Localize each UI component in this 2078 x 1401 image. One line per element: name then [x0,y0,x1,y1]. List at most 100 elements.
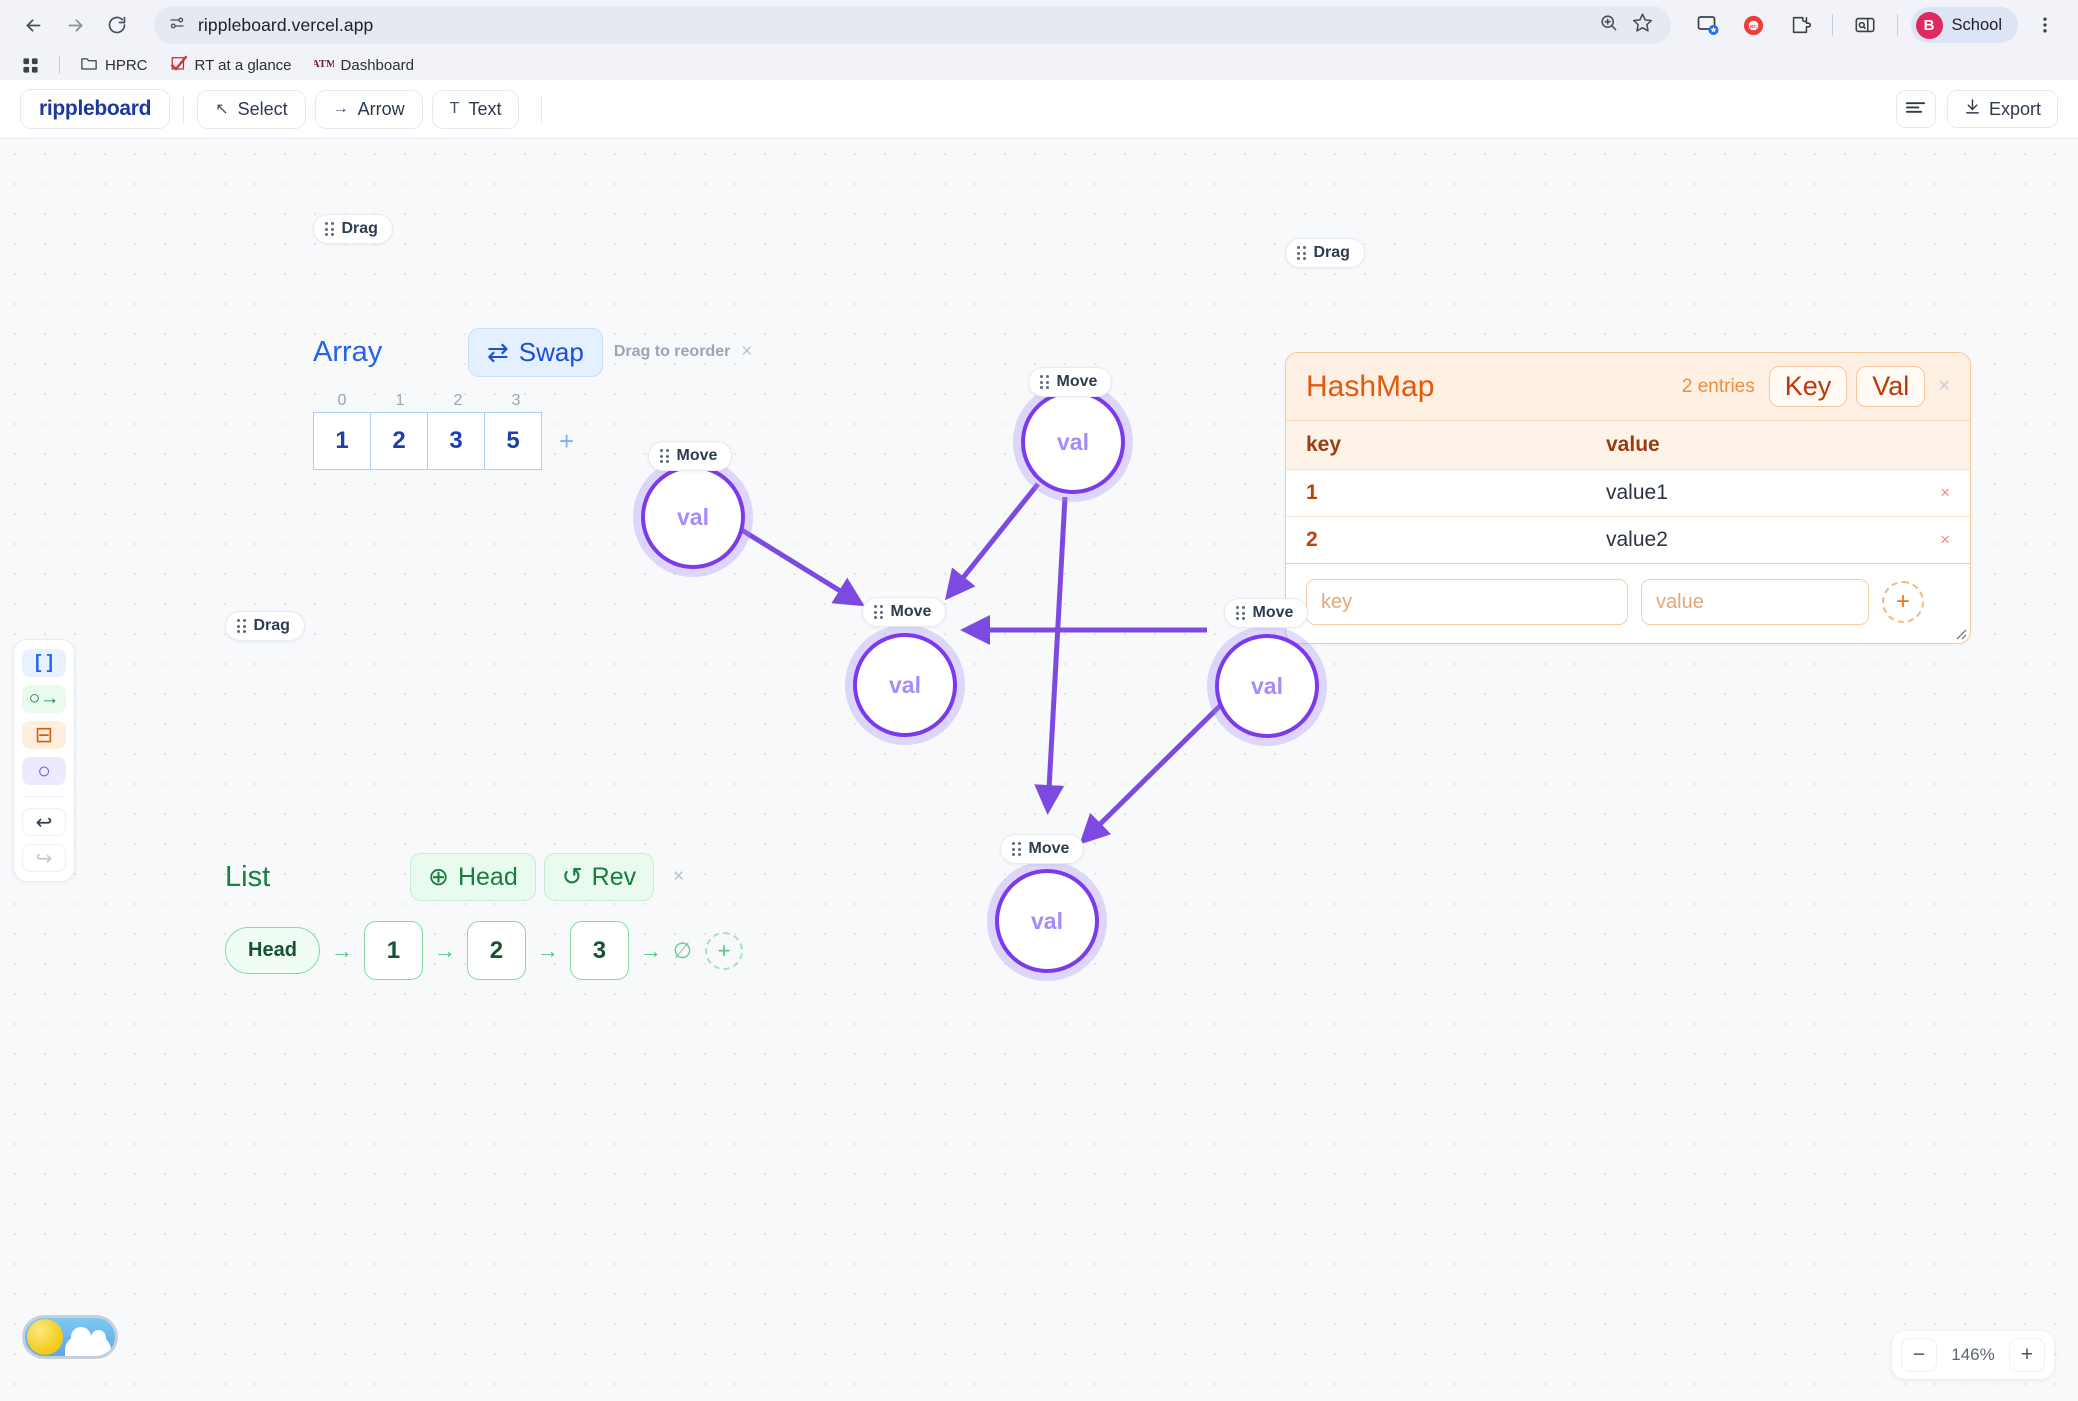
array-cell[interactable]: 3 [427,412,485,470]
export-button[interactable]: Export [1946,90,2058,128]
apps-grid-icon[interactable] [14,54,47,77]
node-move-handle[interactable]: Move [1224,598,1309,628]
table-icon: ⊟ [34,722,54,747]
array-cells: 1 2 3 5 + [313,412,752,470]
array-cell[interactable]: 1 [313,412,371,470]
back-arrow-icon[interactable] [14,6,52,44]
array-cell[interactable]: 2 [370,412,428,470]
zoom-level-label: 146% [1951,1345,1995,1364]
array-cell[interactable]: 5 [484,412,542,470]
hashmap-key-input[interactable] [1306,579,1628,625]
list-node[interactable]: 2 [466,921,526,980]
list-widget: List ⊕ Head ↺ Rev × Head → 1 → 2 → 3 → ∅… [225,849,744,980]
hashmap-entry-count: 2 entries [1681,375,1755,397]
resize-handle-icon[interactable] [1953,626,1967,640]
array-tool-button[interactable]: [ ] [22,649,66,677]
bookmark-hprc[interactable]: HPRC [72,51,156,79]
reload-icon[interactable] [98,6,136,44]
list-drag-handle[interactable]: Drag [225,611,305,641]
list-head-button[interactable]: ⊕ Head [410,853,536,901]
site-settings-icon[interactable] [168,14,186,37]
hashmap-val-button[interactable]: Val [1856,366,1926,407]
divider [59,56,60,74]
chrome-action-icons: BC B School [1689,6,2064,44]
address-bar[interactable]: rippleboard.vercel.app [154,6,1671,44]
bookmark-rt-at-a-glance[interactable]: RT at a glance [162,51,300,79]
grip-icon [1236,606,1245,620]
save-to-drive-icon[interactable] [1689,6,1727,44]
tool-select-button[interactable]: ↖ Select [197,89,306,129]
zoom-out-button[interactable]: − [1901,1338,1937,1372]
grip-icon [1040,375,1049,389]
graph-node-right[interactable]: val [1215,634,1319,738]
node-tool-button[interactable]: ○ [22,757,66,785]
canvas[interactable]: Move val Move val Move val Move val Move… [0,139,2078,1401]
hashmap-key-button[interactable]: Key [1768,366,1848,407]
light-mode-toggle[interactable] [22,1315,118,1359]
list-tool-button[interactable]: ○→ [22,685,66,713]
graph-node-bottom[interactable]: val [995,869,1099,973]
arrow-icon: → [639,937,662,963]
tool-label: Arrow [357,98,405,119]
table-row[interactable]: 2 value2 × [1286,516,1970,563]
array-index-row: 0 1 2 3 [313,392,752,410]
extensions-puzzle-icon[interactable] [1781,6,1819,44]
redo-icon: ↪ [35,847,53,870]
row-remove-button[interactable]: × [1940,483,1950,502]
bookmark-dashboard[interactable]: ATM Dashboard [306,51,422,79]
chrome-menu-icon[interactable] [2026,6,2064,44]
tool-text-button[interactable]: T Text [431,89,520,129]
edge-top-bottom [1034,496,1068,815]
zoom-magnifier-icon[interactable] [1599,13,1618,37]
list-head-node[interactable]: Head [225,927,320,974]
grip-icon [237,619,246,633]
row-remove-button[interactable]: × [1940,530,1950,549]
array-title: Array [313,335,383,368]
hashmap-add-button[interactable]: + [1882,581,1924,623]
array-add-button[interactable]: + [559,425,575,456]
list-node[interactable]: 1 [363,921,423,980]
undo-button[interactable]: ↩ [22,808,66,836]
menu-button[interactable] [1895,90,1936,128]
hashmap-close-button[interactable]: × [1938,375,1950,397]
list-close-button[interactable]: × [673,866,685,887]
list-reverse-button[interactable]: ↺ Rev [543,853,655,901]
star-icon[interactable] [1632,12,1653,38]
drag-label: Drag [341,220,378,237]
graph-node-left[interactable]: val [641,465,745,569]
app-logo[interactable]: rippleboard [20,89,171,129]
address-bar-url: rippleboard.vercel.app [198,14,374,35]
tool-arrow-button[interactable]: → Arrow [314,89,423,129]
array-drag-handle[interactable]: Drag [313,214,393,244]
graph-node-top[interactable]: val [1021,390,1125,494]
node-move-handle[interactable]: Move [1000,834,1085,864]
edge-left-center [738,526,865,607]
extension-red-icon[interactable]: BC [1735,6,1773,44]
hashmap-new-entry-row: + [1286,563,1970,643]
list-node[interactable]: 3 [569,921,629,980]
hashmap-value-input[interactable] [1641,579,1869,625]
graph-node-center[interactable]: val [853,633,957,737]
svg-text:ATM: ATM [314,58,334,70]
forward-arrow-icon[interactable] [56,6,94,44]
hashmap-drag-handle[interactable]: Drag [1285,238,1365,268]
redo-button[interactable]: ↪ [22,844,66,872]
hashmap-tool-button[interactable]: ⊟ [22,721,66,749]
zoom-in-button[interactable]: + [2009,1338,2045,1372]
side-panel-search-icon[interactable] [1846,6,1884,44]
list-add-button[interactable]: + [705,931,744,970]
arrow-icon: → [433,937,456,963]
grip-icon [660,449,669,463]
divider [1831,14,1833,36]
profile-chip[interactable]: B School [1910,7,2018,43]
array-swap-button[interactable]: ⇄ Swap [468,327,603,377]
node-move-handle[interactable]: Move [1028,367,1113,397]
node-move-handle[interactable]: Move [648,441,733,471]
node-move-handle[interactable]: Move [862,597,947,627]
divider [541,95,543,123]
array-close-button[interactable]: × [741,341,753,362]
divider [183,95,185,123]
bookmark-label: HPRC [105,56,148,74]
avatar: B [1915,11,1943,39]
table-row[interactable]: 1 value1 × [1286,469,1970,516]
